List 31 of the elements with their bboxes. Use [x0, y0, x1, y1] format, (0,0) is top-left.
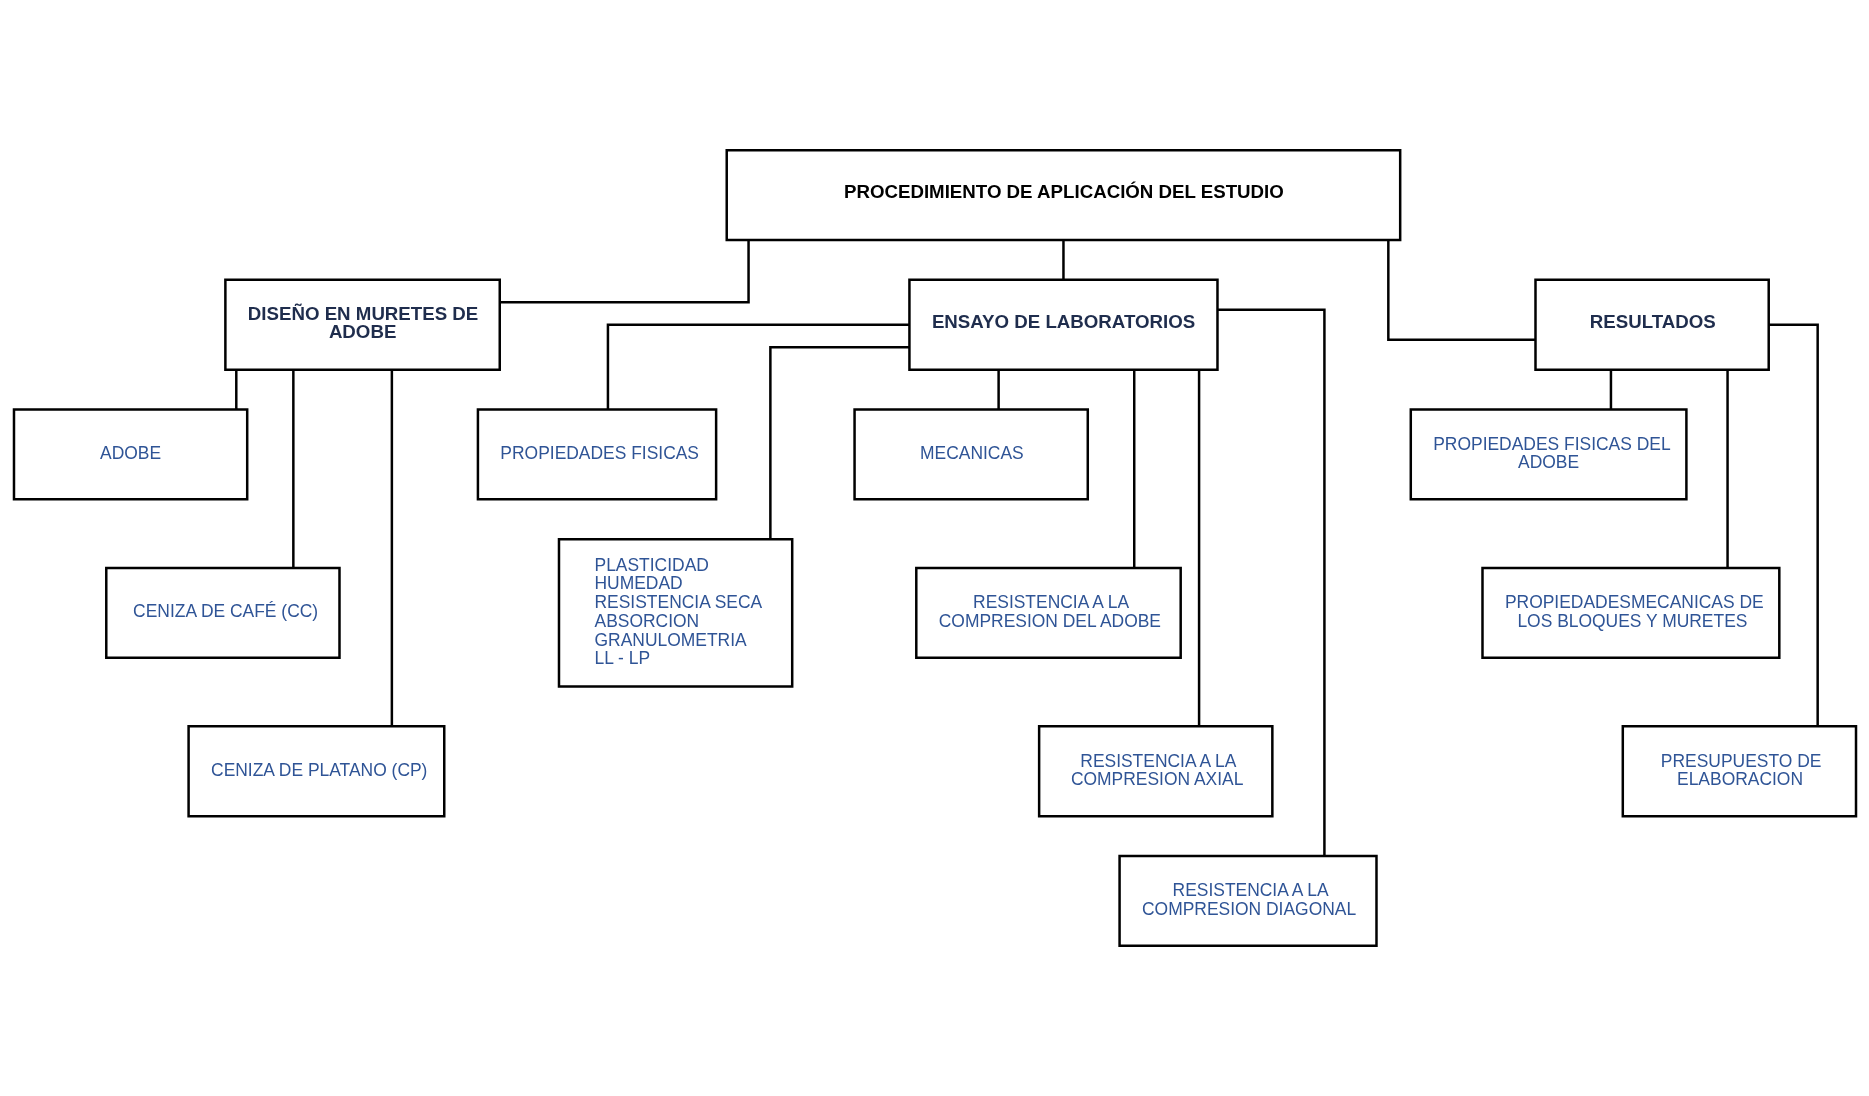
connector	[390, 370, 393, 727]
node-box: CENIZA DE PLATANO (CP)	[186, 725, 445, 818]
connector	[996, 369, 1000, 410]
node-box: PROPIEDADESMECANICAS DE LOS BLOQUES Y MURETES	[1480, 566, 1781, 659]
node-box: ADOBE	[12, 408, 248, 501]
connector	[291, 369, 295, 568]
connector	[1386, 240, 1535, 341]
connector	[1061, 240, 1065, 280]
node-box: CENIZA DE CAFÉ (CC)	[104, 566, 341, 659]
node-box: RESISTENCIA A LA COMPRESION DEL ADOBE	[914, 566, 1182, 659]
node-box: RESULTADOS	[1533, 278, 1770, 371]
node-box: PROPIEDADES FISICAS	[476, 408, 717, 501]
connector	[1197, 370, 1200, 727]
node-box: PRESUPUESTO DE ELABORACION	[1621, 725, 1857, 818]
node-box: RESISTENCIA A LA COMPRESION AXIAL	[1037, 725, 1274, 818]
node-box: PROCEDIMIENTO DE APLICACIÓN DEL ESTUDIO	[725, 148, 1401, 242]
node-box: ENSAYO DE LABORATORIOS	[907, 278, 1219, 371]
connector	[234, 369, 238, 410]
connector	[768, 345, 909, 540]
node-box: MECANICAS	[852, 408, 1089, 501]
node-box: DISEÑO EN MURETES DE ADOBE	[223, 278, 501, 371]
connector	[1609, 369, 1612, 410]
node-box: RESISTENCIA A LA COMPRESION DIAGONAL	[1117, 854, 1378, 948]
connector	[1725, 369, 1729, 568]
connector	[606, 323, 909, 410]
node-box: PROPIEDADES FISICAS DEL ADOBE	[1409, 408, 1688, 501]
connector	[499, 240, 750, 304]
node-box: PLASTICIDAD HUMEDAD RESISTENCIA SECA ABSORCION GRANULOMETRIA LL - LP	[557, 538, 793, 688]
connector	[1217, 308, 1326, 856]
connector	[1768, 323, 1819, 726]
connector	[1132, 369, 1135, 568]
